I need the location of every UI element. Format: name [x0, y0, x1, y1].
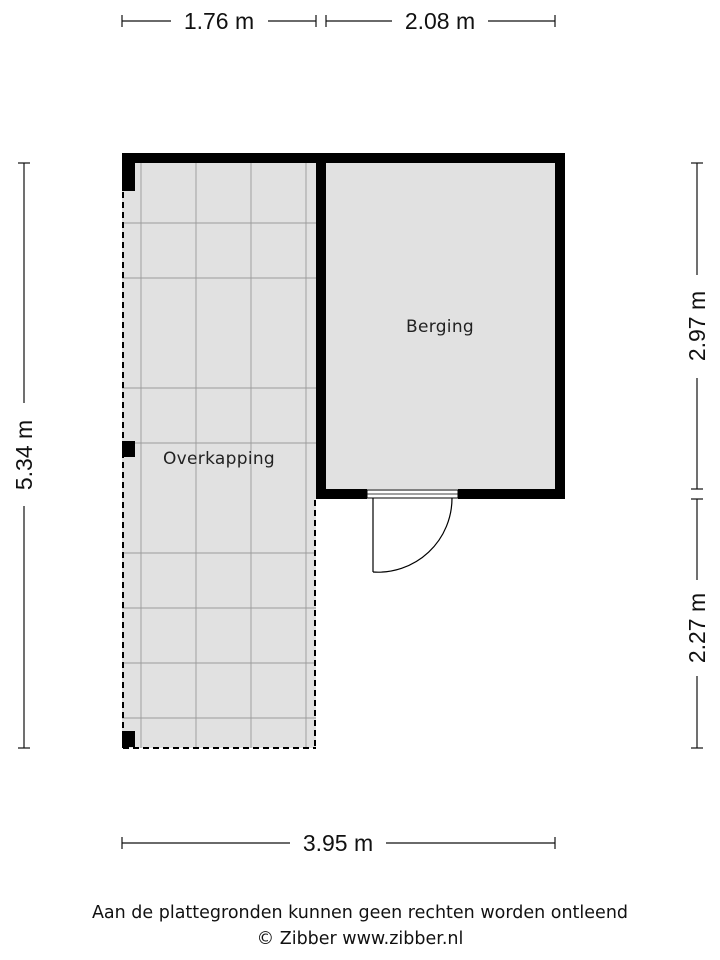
wall-bottom-right	[458, 489, 565, 499]
wall-divider	[316, 153, 326, 499]
dimension-label-right-upper: 2.97 m	[684, 291, 710, 361]
disclaimer-text: Aan de plattegronden kunnen geen rechten…	[91, 903, 629, 923]
wall-right	[555, 153, 565, 499]
dimension-label-bottom: 3.95 m	[303, 830, 373, 856]
overkapping-floor	[122, 158, 316, 748]
dimension-left	[18, 162, 30, 749]
wall-bottom-left	[316, 489, 367, 499]
dimension-label-top-right: 2.08 m	[405, 8, 475, 34]
column-post-bottom	[122, 731, 135, 747]
door	[366, 489, 459, 573]
wall-top	[122, 153, 565, 163]
dimension-right	[691, 162, 703, 749]
berging-room	[122, 153, 565, 573]
floor-tile-grid	[122, 163, 316, 748]
door-swing-arc	[372, 497, 453, 573]
overkapping-area	[122, 158, 316, 749]
dimension-top	[121, 15, 556, 27]
credit-text: © Zibber www.zibber.nl	[256, 929, 464, 949]
dimension-label-right-lower: 2.27 m	[684, 593, 710, 663]
room-label-overkapping: Overkapping	[163, 449, 275, 469]
berging-floor	[326, 163, 555, 489]
column-post-top	[122, 163, 135, 191]
dimension-label-top-left: 1.76 m	[184, 8, 254, 34]
dimension-label-left: 5.34 m	[11, 420, 37, 490]
column-post-middle	[122, 441, 135, 457]
room-label-berging: Berging	[406, 317, 474, 337]
overkapping-dashed-outline	[122, 192, 316, 749]
walls	[122, 153, 565, 499]
dimension-bottom	[121, 837, 556, 849]
